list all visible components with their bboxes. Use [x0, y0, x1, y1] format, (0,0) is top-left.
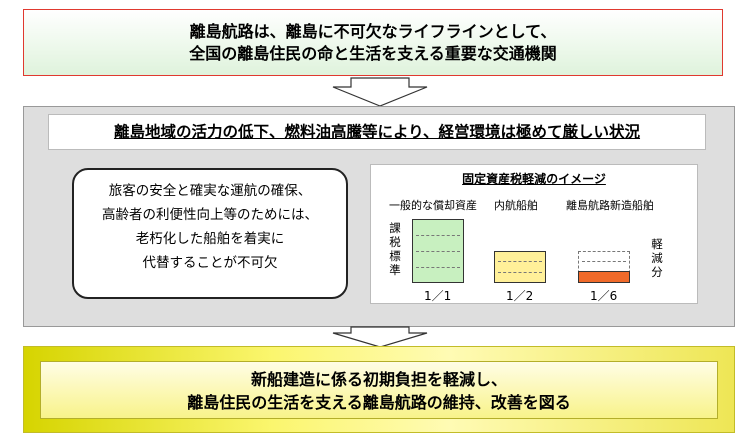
tax-image-title: 固定資産税軽減のイメージ	[462, 172, 606, 186]
lifeline-statement-box: 離島航路は、離島に不可欠なライフラインとして、 全国の離島住民の命と生活を支える…	[23, 9, 723, 76]
ratio-remote-island-new-ships: 1／6	[590, 289, 618, 303]
column-label-coastal-ships: 内航船舶	[494, 199, 538, 212]
tax-base-label: 課 税 標 準	[389, 221, 401, 277]
ratio-coastal-ships: 1／2	[506, 289, 534, 303]
conclusion-box: 新船建造に係る初期負担を軽減し、 離島住民の生活を支える離島航路の維持、改善を図…	[40, 361, 718, 419]
down-arrow-icon	[332, 77, 428, 107]
tax-reduction-image: 固定資産税軽減のイメージ 一般的な償却資産 内航船舶 離島航路新造船舶 課 税 …	[370, 164, 698, 304]
conclusion-line-2: 離島住民の生活を支える離島航路の維持、改善を図る	[187, 393, 571, 412]
situation-banner: 離島地域の活力の低下、燃料油高騰等により、経営環境は極めて厳しい状況	[48, 114, 706, 150]
bar-coastal-ships	[494, 251, 546, 283]
situation-banner-text: 離島地域の活力の低下、燃料油高騰等により、経営環境は極めて厳しい状況	[113, 123, 641, 141]
lifeline-statement-line-1: 離島航路は、離島に不可欠なライフラインとして、	[189, 22, 557, 41]
column-label-remote-island-new-ships: 離島航路新造船舶	[566, 199, 654, 212]
down-arrow-icon	[332, 326, 428, 348]
replacement-note: 旅客の安全と確実な運航の確保、 高齢者の利便性向上等のためには、 老朽化した船舶…	[72, 168, 348, 299]
note-line-2: 高齢者の利便性向上等のためには、	[102, 207, 318, 223]
conclusion-line-1: 新船建造に係る初期負担を軽減し、	[250, 370, 507, 389]
reduction-label: 軽 減 分	[651, 237, 663, 279]
ratio-general-assets: 1／1	[424, 289, 452, 303]
column-label-general-assets: 一般的な償却資産	[389, 199, 477, 212]
note-line-3: 老朽化した船舶を着実に	[135, 231, 285, 247]
bar-remote-island-reduced-portion	[578, 271, 630, 283]
conclusion-frame: 新船建造に係る初期負担を軽減し、 離島住民の生活を支える離島航路の維持、改善を図…	[23, 346, 735, 433]
note-line-1: 旅客の安全と確実な運航の確保、	[108, 183, 312, 199]
lifeline-statement-line-2: 全国の離島住民の命と生活を支える重要な交通機関	[189, 44, 557, 63]
note-line-4: 代替することが不可欠	[142, 255, 278, 271]
